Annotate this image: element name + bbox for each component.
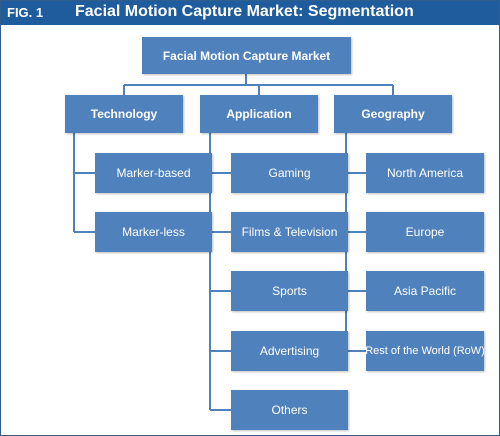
technology-box: Technology bbox=[65, 95, 183, 133]
figure-header: FIG. 1 Facial Motion Capture Market: Seg… bbox=[1, 1, 499, 25]
films-television-box: Films & Television bbox=[231, 212, 348, 252]
figure-number: FIG. 1 bbox=[7, 5, 44, 20]
europe-box: Europe bbox=[366, 212, 484, 252]
others-box: Others bbox=[231, 390, 348, 430]
rest-of-world-box: Rest of the World (RoW) bbox=[365, 331, 485, 371]
sports-box: Sports bbox=[231, 271, 348, 311]
root-box: Facial Motion Capture Market bbox=[142, 37, 351, 74]
gaming-box: Gaming bbox=[231, 153, 348, 193]
advertising-box: Advertising bbox=[231, 331, 348, 371]
asia-pacific-box: Asia Pacific bbox=[366, 271, 484, 311]
marker-less-box: Marker-less bbox=[95, 212, 212, 252]
application-box: Application bbox=[200, 95, 318, 133]
figure-title: Facial Motion Capture Market: Segmentati… bbox=[75, 3, 414, 20]
north-america-box: North America bbox=[366, 153, 484, 193]
marker-based-box: Marker-based bbox=[95, 153, 212, 193]
geography-box: Geography bbox=[334, 95, 452, 133]
